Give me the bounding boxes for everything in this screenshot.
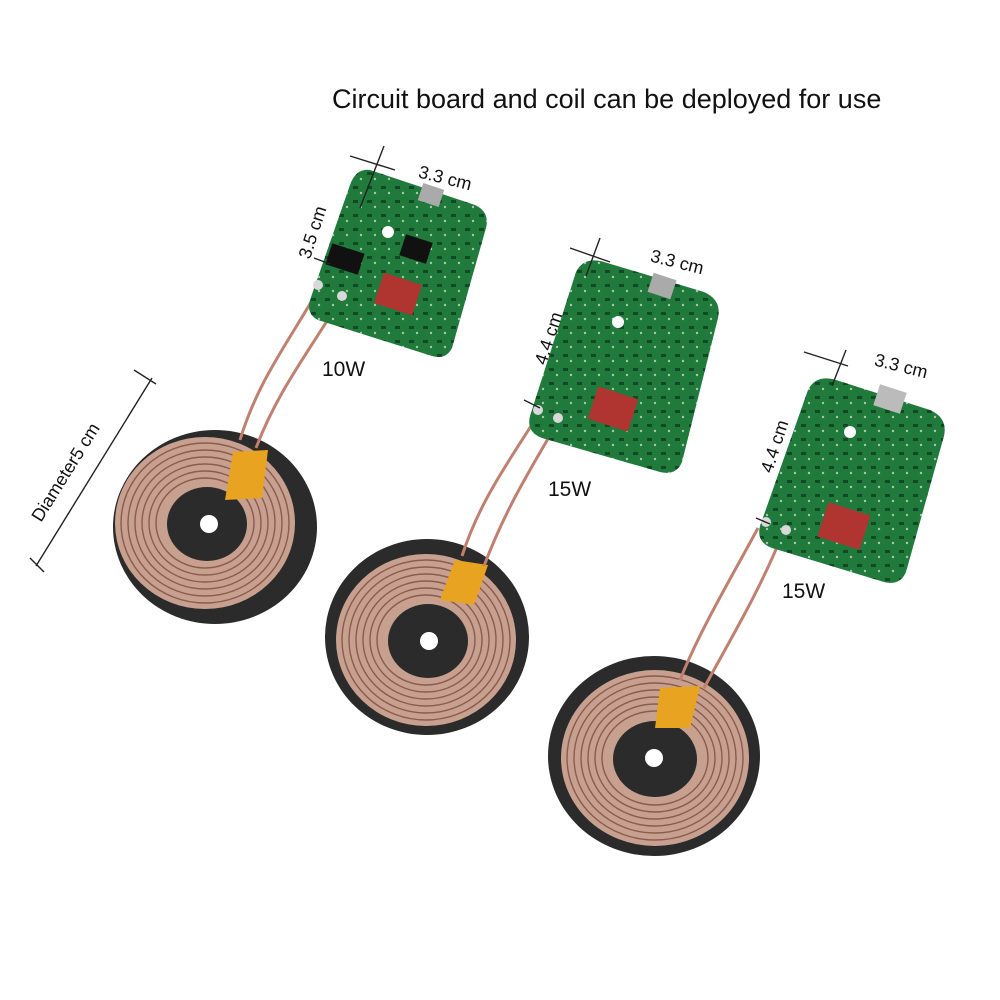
power-label-10w: 10W xyxy=(322,358,366,381)
coil-15w-a xyxy=(325,417,558,735)
headline: Circuit board and coil can be deployed f… xyxy=(332,84,882,114)
power-label-15w-b: 15W xyxy=(782,580,826,603)
coil-15w-b xyxy=(548,527,784,856)
dimension-lines xyxy=(29,145,849,573)
pcb-15w-a xyxy=(529,260,719,473)
pcb-15w-b xyxy=(759,378,945,583)
pcb-10w xyxy=(309,169,487,357)
coil-10w xyxy=(113,289,344,624)
power-label-15w-a: 15W xyxy=(548,478,592,501)
